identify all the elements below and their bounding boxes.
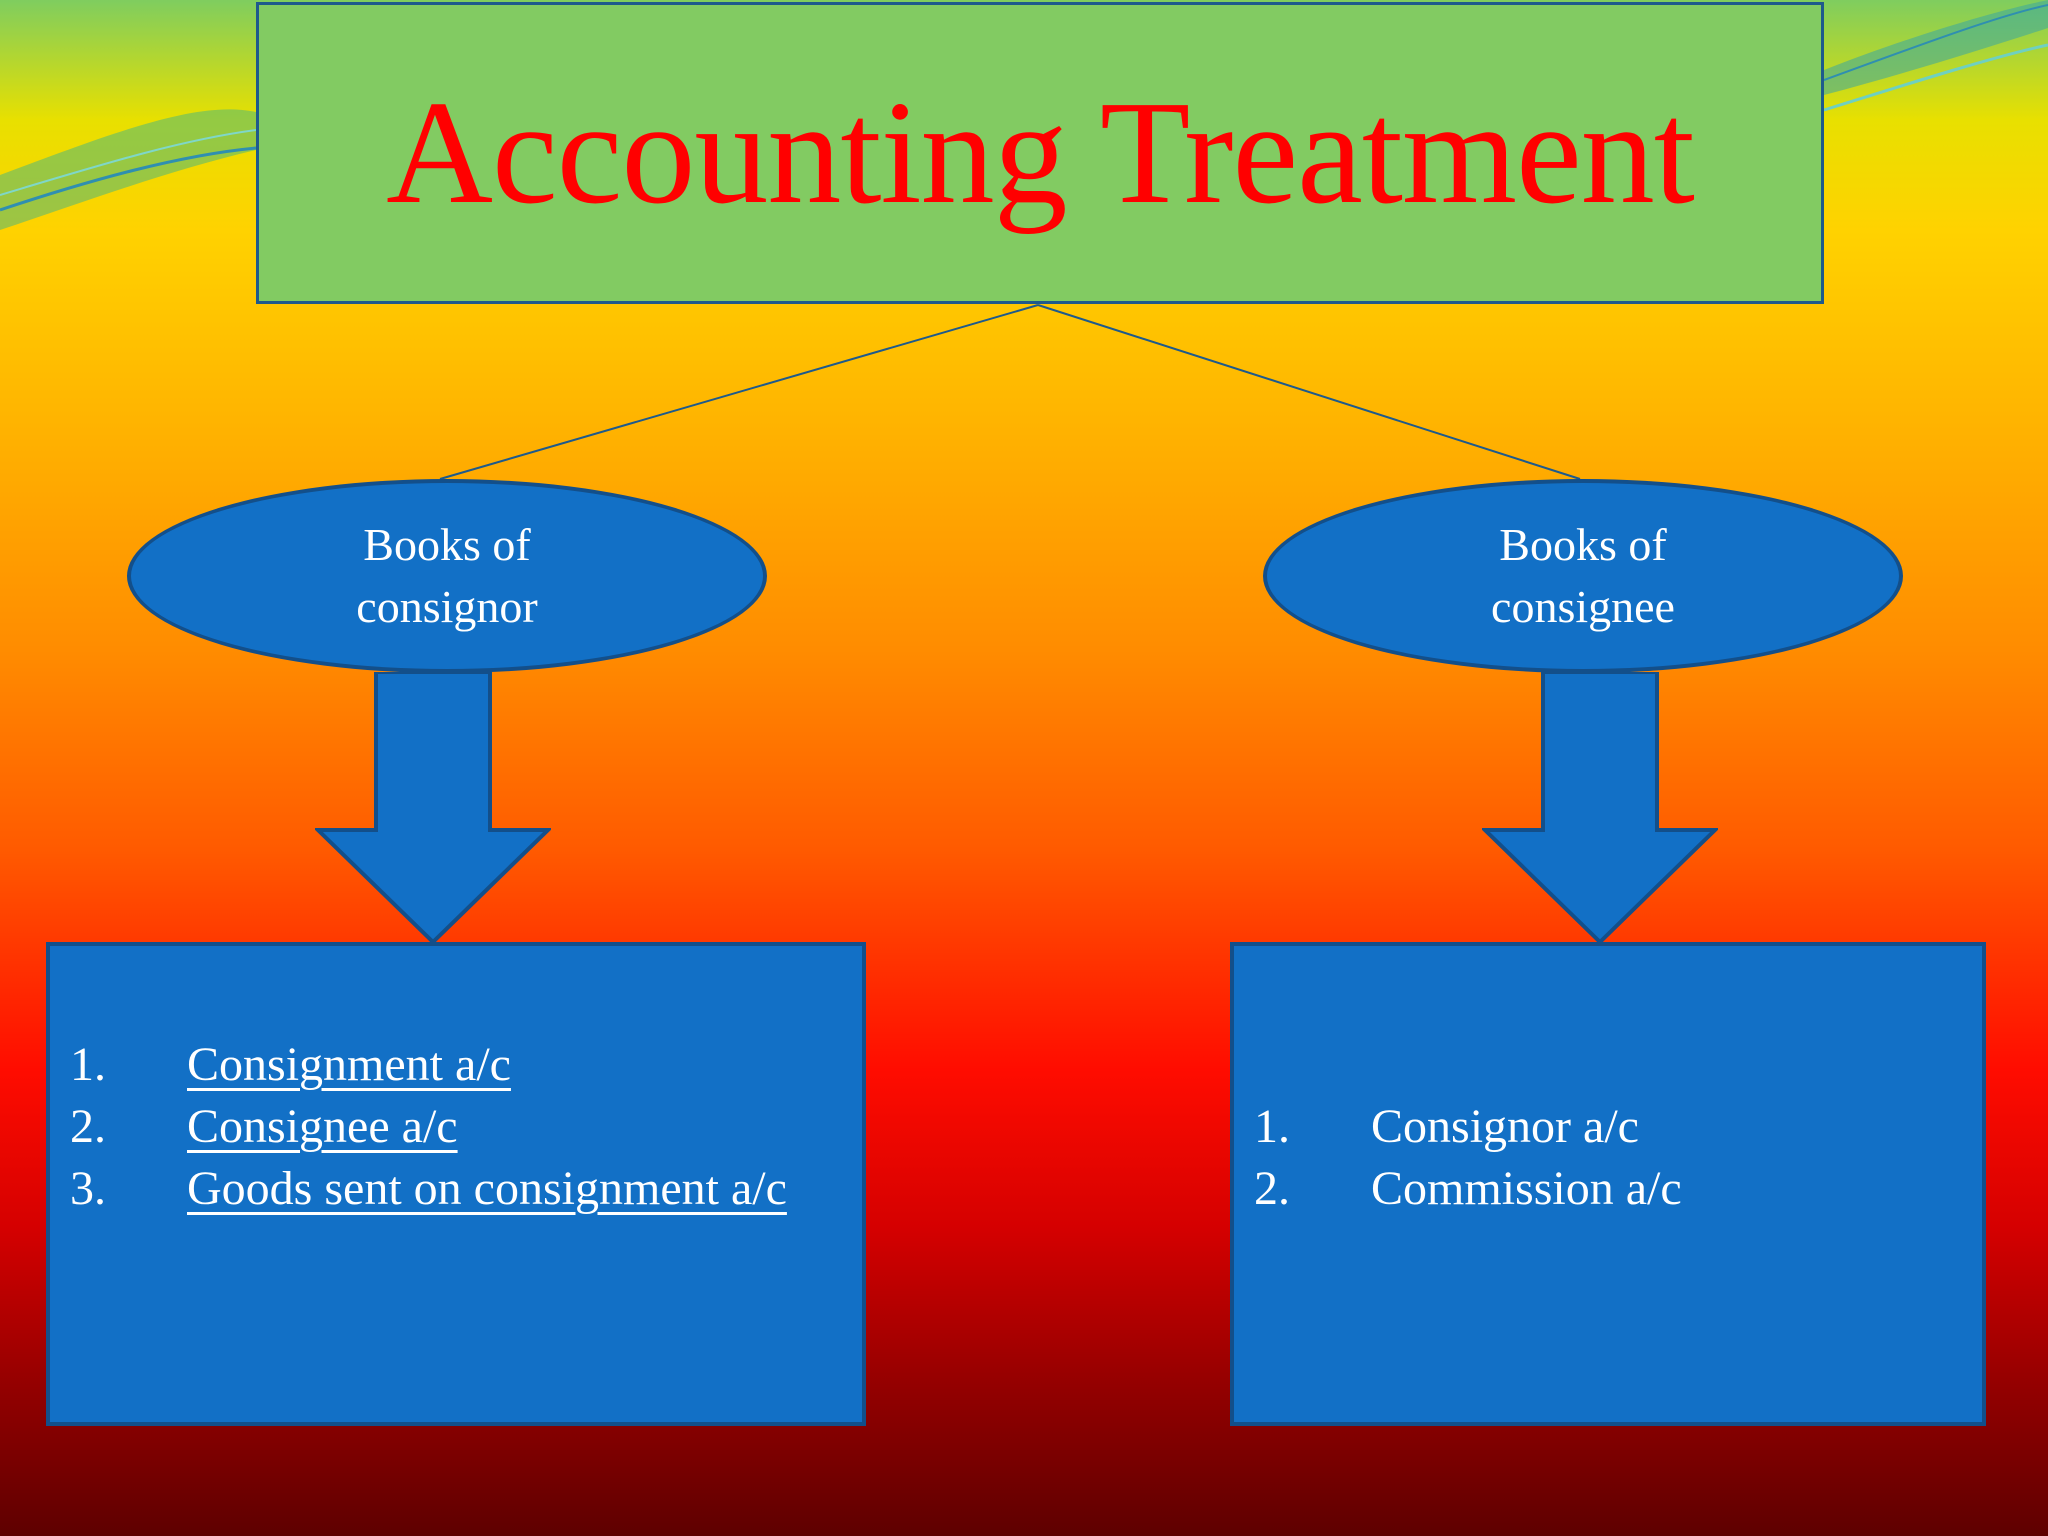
- list-item: 3. Goods sent on consignment a/c: [70, 1158, 850, 1220]
- consignee-heading-line1: Books of: [1499, 519, 1667, 570]
- list-item: 2. Consignee a/c: [70, 1096, 850, 1158]
- list-item: 1. Consignor a/c: [1254, 1096, 1954, 1158]
- list-item-number: 3.: [70, 1162, 106, 1215]
- consignor-heading-line1: Books of: [363, 519, 531, 570]
- list-item-number: 2.: [70, 1100, 106, 1153]
- list-item-number: 1.: [70, 1038, 106, 1091]
- list-item-label: Consignor a/c: [1371, 1100, 1639, 1153]
- consignee-heading-line2: consignee: [1491, 581, 1675, 632]
- connector-left: [439, 304, 1039, 480]
- page-title: Accounting Treatment: [386, 71, 1695, 235]
- list-item: 1. Consignment a/c: [70, 1034, 850, 1096]
- list-item-label: Consignee a/c: [187, 1100, 458, 1153]
- title-box: Accounting Treatment: [256, 2, 1824, 304]
- consignor-heading-ellipse: Books of consignor: [127, 479, 767, 673]
- consignor-accounts-list: 1. Consignment a/c 2. Consignee a/c 3. G…: [70, 1034, 850, 1220]
- list-item-label: Commission a/c: [1371, 1162, 1682, 1215]
- consignee-heading-ellipse: Books of consignee: [1263, 479, 1903, 673]
- list-item-number: 1.: [1254, 1100, 1290, 1153]
- list-item: 2. Commission a/c: [1254, 1158, 1954, 1220]
- consignee-accounts-list: 1. Consignor a/c 2. Commission a/c: [1254, 1096, 1954, 1220]
- list-item-label: Goods sent on consignment a/c: [187, 1162, 787, 1215]
- consignor-accounts-box: 1. Consignment a/c 2. Consignee a/c 3. G…: [46, 942, 866, 1426]
- down-arrow-icon: [315, 672, 551, 944]
- list-item-number: 2.: [1254, 1162, 1290, 1215]
- list-item-label: Consignment a/c: [187, 1038, 511, 1091]
- down-arrow-icon: [1482, 672, 1718, 944]
- consignee-accounts-box: 1. Consignor a/c 2. Commission a/c: [1230, 942, 1986, 1426]
- consignor-heading-line2: consignor: [356, 581, 538, 632]
- connector-right: [1037, 304, 1581, 480]
